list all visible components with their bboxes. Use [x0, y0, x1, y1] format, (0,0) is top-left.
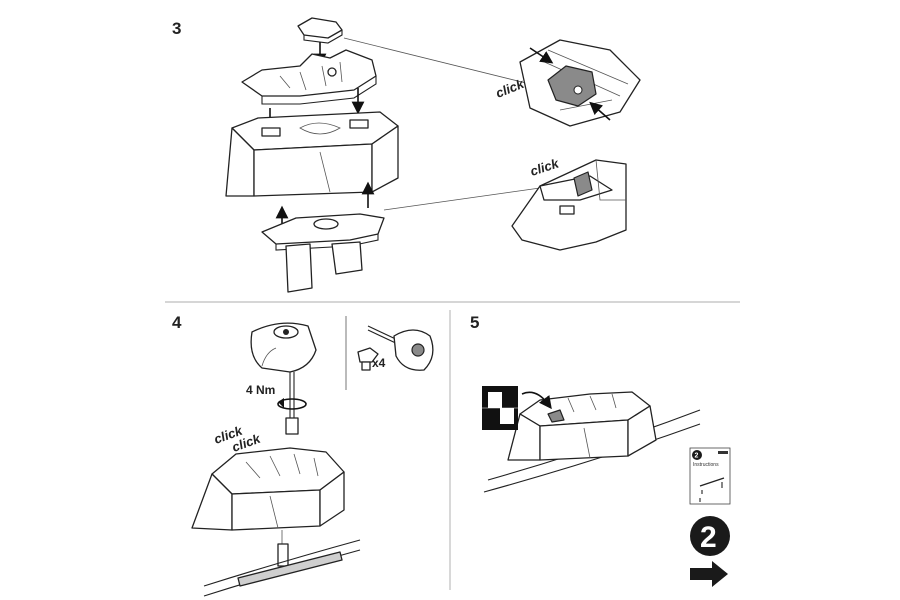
instruction-booklet: 2 Instructions	[689, 447, 731, 505]
mounted-foot	[191, 447, 345, 531]
next-arrow-icon	[690, 561, 728, 587]
rotation-arrow	[277, 398, 307, 410]
clip-highlight	[547, 65, 597, 107]
cover-cap-inset	[482, 386, 518, 430]
insert-arrow	[521, 391, 552, 410]
roof-rail	[203, 539, 361, 597]
booklet-heading: Instructions	[693, 462, 719, 468]
screw-count: x4	[372, 356, 386, 370]
step-3-panel: 3	[172, 17, 641, 293]
clip-piece	[297, 17, 343, 44]
clamp-detail: click	[511, 155, 627, 251]
step-4-number: 4	[172, 313, 182, 332]
next-step-number: 2	[700, 521, 717, 554]
torque-label: 4 Nm	[246, 383, 275, 397]
booklet-number: 2	[695, 453, 699, 460]
leader-line	[343, 37, 531, 85]
clamp-piece	[261, 213, 385, 293]
small-screw	[357, 347, 379, 371]
booklet-number-badge	[692, 450, 702, 460]
rail-adapter	[241, 49, 377, 105]
leader-line	[383, 187, 541, 211]
key-tool	[367, 325, 434, 371]
next-step-badge: 2	[690, 516, 730, 556]
step-5-number: 5	[470, 313, 479, 332]
foot-body	[225, 111, 399, 197]
screw-head	[285, 417, 299, 435]
torque-knob	[250, 322, 317, 373]
click-label: click	[528, 155, 561, 178]
assembled-foot	[507, 391, 657, 461]
step-5-panel: 5 2 Instructions	[470, 313, 731, 587]
step-3-number: 3	[172, 19, 181, 38]
click-label: click	[494, 76, 527, 101]
step-4-panel: 4 4 Nm click click	[172, 313, 434, 597]
clip-detail: click	[494, 39, 641, 127]
